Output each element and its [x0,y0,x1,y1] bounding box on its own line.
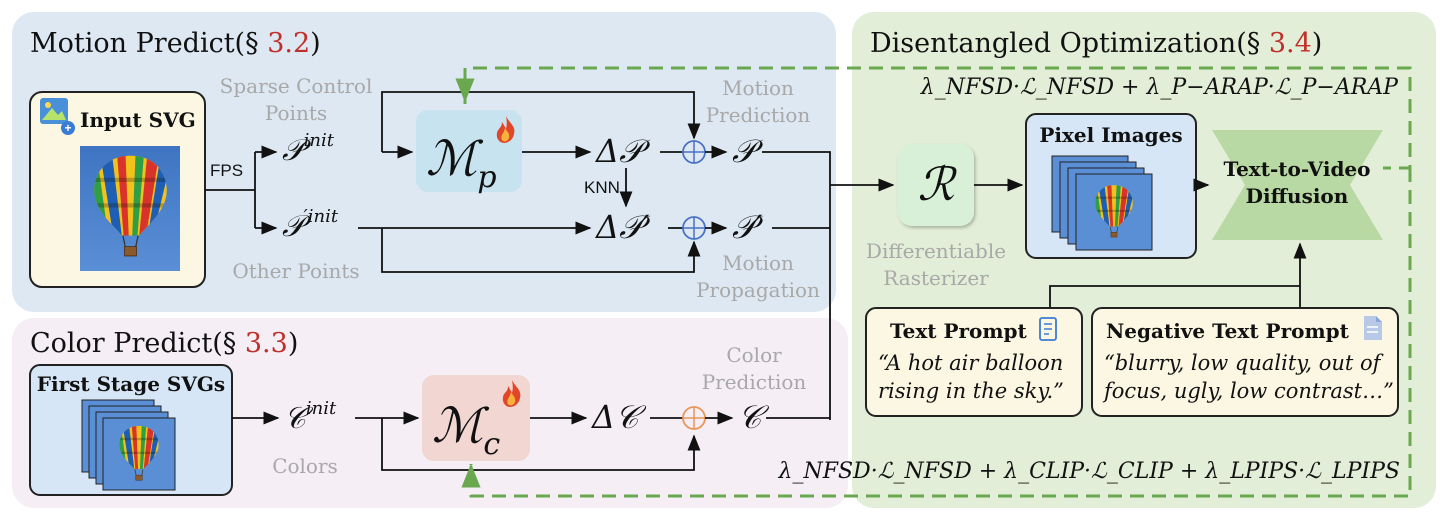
sparse-label-1: Sparse Control [220,74,373,98]
color-skip-line [381,418,701,471]
rasterizer-box [898,144,974,226]
negative-prompt-card [1091,307,1399,417]
svg-text:+: + [64,121,71,135]
color-predictor-box [422,375,530,461]
negative-prompt-body-2: focus, ugly, low contrast…” [1102,379,1394,403]
loss-bottom: λ_NFSD·ℒ_NFSD + λ_CLIP·ℒ_CLIP + λ_LPIPS·… [778,459,1400,484]
mp-symbol: ℳp [426,131,497,195]
motion-propagation-label-1: Motion [722,251,794,275]
t2v-label-2: Diffusion [1246,184,1349,208]
image-add-icon: + [40,98,75,135]
pixel-images-label: Pixel Images [1039,123,1182,147]
document-icon [1039,317,1057,341]
prompt-to-t2v [1049,242,1307,308]
knn-label: KNN [584,178,620,197]
mc-symbol: ℳc [432,398,500,462]
input-svg-label: Input SVG [80,108,196,132]
r-symbol: ℛ [918,157,958,211]
first-stage-label: First Stage SVGs [37,372,225,396]
motion-prediction-label-2: Prediction [706,103,811,127]
color-panel-title: Color Predict(§ 3.3) [30,328,298,359]
pixel-images-stack [1051,155,1153,251]
loss-top: λ_NFSD·ℒ_NFSD + λ_P−ARAP·ℒ_P−ARAP [920,75,1399,100]
delta-p2-symbol: Δ𝒫′ [594,208,651,246]
diff-rasterizer-label-2: Rasterizer [883,266,989,290]
t2v-label-1: Text-to-Video [1223,157,1370,181]
motion-predictor-box [416,110,522,192]
motion-panel-title: Motion Predict(§ 3.2) [30,28,321,59]
other-points-label: Other Points [232,259,359,283]
skip-line-top [381,91,701,152]
skip-line-bottom [381,228,701,273]
p2-init-symbol: 𝒫′init [282,206,339,244]
text-prompt-title: Text Prompt [890,319,1028,343]
negative-prompt-title: Negative Text Prompt [1106,319,1350,343]
negative-prompt-body-1: “blurry, low quality, out of [1104,351,1384,375]
document-icon [1364,316,1382,340]
optim-panel-title: Disentangled Optimization(§ 3.4) [870,28,1322,59]
merge-line [762,151,831,420]
flame-icon [502,380,521,407]
motion-propagation-label-2: Propagation [696,278,820,302]
delta-c-symbol: Δ𝒞 [590,398,647,436]
text-prompt-body-1: “A hot air balloon [878,351,1063,375]
fps-label: FPS [210,161,243,180]
flame-icon [496,116,515,143]
text-prompt-body-2: rising in the sky.” [878,379,1064,403]
sparse-label-2: Points [265,101,327,125]
text-prompt-card [865,307,1083,417]
p2-out-symbol: 𝒫′ [732,208,764,246]
color-prediction-label-2: Prediction [702,370,807,394]
motion-prediction-label-1: Motion [722,76,794,100]
delta-p-symbol: Δ𝒫 [594,132,651,170]
first-stage-stack [81,399,176,491]
text-to-video-diffusion [1212,130,1383,240]
diff-rasterizer-label-1: Differentiable [866,239,1006,263]
colors-label: Colors [272,454,338,478]
color-prediction-label-1: Color [726,343,782,367]
